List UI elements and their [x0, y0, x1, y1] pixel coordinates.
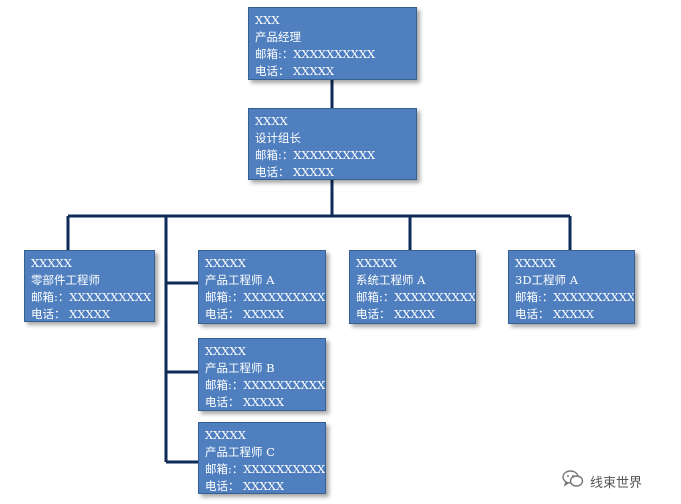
node-parts-engineer: XXXXX 零部件工程师 邮箱:：XXXXXXXXXX 电话： XXXXX: [24, 250, 155, 322]
node-phone: 电话： XXXXX: [356, 307, 436, 321]
node-title: 产品工程师 A: [205, 273, 275, 287]
node-3d-engineer-a: XXXXX 3D工程师 A 邮箱:：XXXXXXXXXX 电话： XXXXX: [508, 250, 635, 324]
watermark: 线束世界: [562, 470, 642, 492]
node-title: 产品工程师 B: [205, 361, 275, 375]
node-name: XXXXX: [205, 344, 246, 358]
node-phone: 电话： XXXXX: [515, 307, 595, 321]
node-product-engineer-b: XXXXX 产品工程师 B 邮箱:：XXXXXXXXXX 电话： XXXXX: [198, 338, 326, 411]
node-name: XXXXX: [356, 256, 397, 270]
node-phone: 电话： XXXXX: [255, 165, 335, 179]
node-system-engineer-a: XXXXX 系统工程师 A 邮箱:：XXXXXXXXXX 电话： XXXXX: [349, 250, 476, 324]
node-phone: 电话： XXXXX: [205, 395, 285, 409]
node-email: 邮箱:：XXXXXXXXXX: [356, 290, 476, 304]
wechat-icon: [562, 469, 584, 493]
watermark-text: 线束世界: [590, 475, 643, 491]
node-title: 3D工程师 A: [515, 273, 578, 287]
node-title: 零部件工程师: [31, 273, 100, 287]
node-email: 邮箱:：XXXXXXXXXX: [255, 47, 376, 61]
node-name: XXXXX: [515, 256, 556, 270]
node-email: 邮箱:：XXXXXXXXXX: [515, 290, 635, 304]
node-email: 邮箱:：XXXXXXXXXX: [31, 290, 152, 304]
node-name: XXXXX: [205, 428, 246, 442]
node-name: XXX: [255, 13, 280, 27]
node-phone: 电话： XXXXX: [205, 307, 285, 321]
node-title: 系统工程师 A: [356, 273, 426, 287]
node-email: 邮箱:：XXXXXXXXXX: [205, 290, 326, 304]
node-product-engineer-c: XXXXX 产品工程师 C 邮箱:：XXXXXXXXXX 电话： XXXXX: [198, 422, 326, 494]
node-email: 邮箱:：XXXXXXXXXX: [255, 148, 376, 162]
node-phone: 电话： XXXXX: [255, 64, 335, 78]
node-title: 产品经理: [255, 30, 301, 44]
node-phone: 电话： XXXXX: [31, 307, 111, 321]
node-phone: 电话： XXXXX: [205, 479, 285, 493]
node-title: 产品工程师 C: [205, 445, 275, 459]
node-email: 邮箱:：XXXXXXXXXX: [205, 378, 326, 392]
node-name: XXXX: [255, 114, 288, 128]
node-manager: XXX 产品经理 邮箱:：XXXXXXXXXX 电话： XXXXX: [248, 7, 417, 80]
node-title: 设计组长: [255, 131, 301, 145]
node-name: XXXXX: [31, 256, 72, 270]
node-design-lead: XXXX 设计组长 邮箱:：XXXXXXXXXX 电话： XXXXX: [248, 108, 417, 180]
node-name: XXXXX: [205, 256, 246, 270]
node-product-engineer-a: XXXXX 产品工程师 A 邮箱:：XXXXXXXXXX 电话： XXXXX: [198, 250, 326, 324]
node-email: 邮箱:：XXXXXXXXXX: [205, 462, 326, 476]
